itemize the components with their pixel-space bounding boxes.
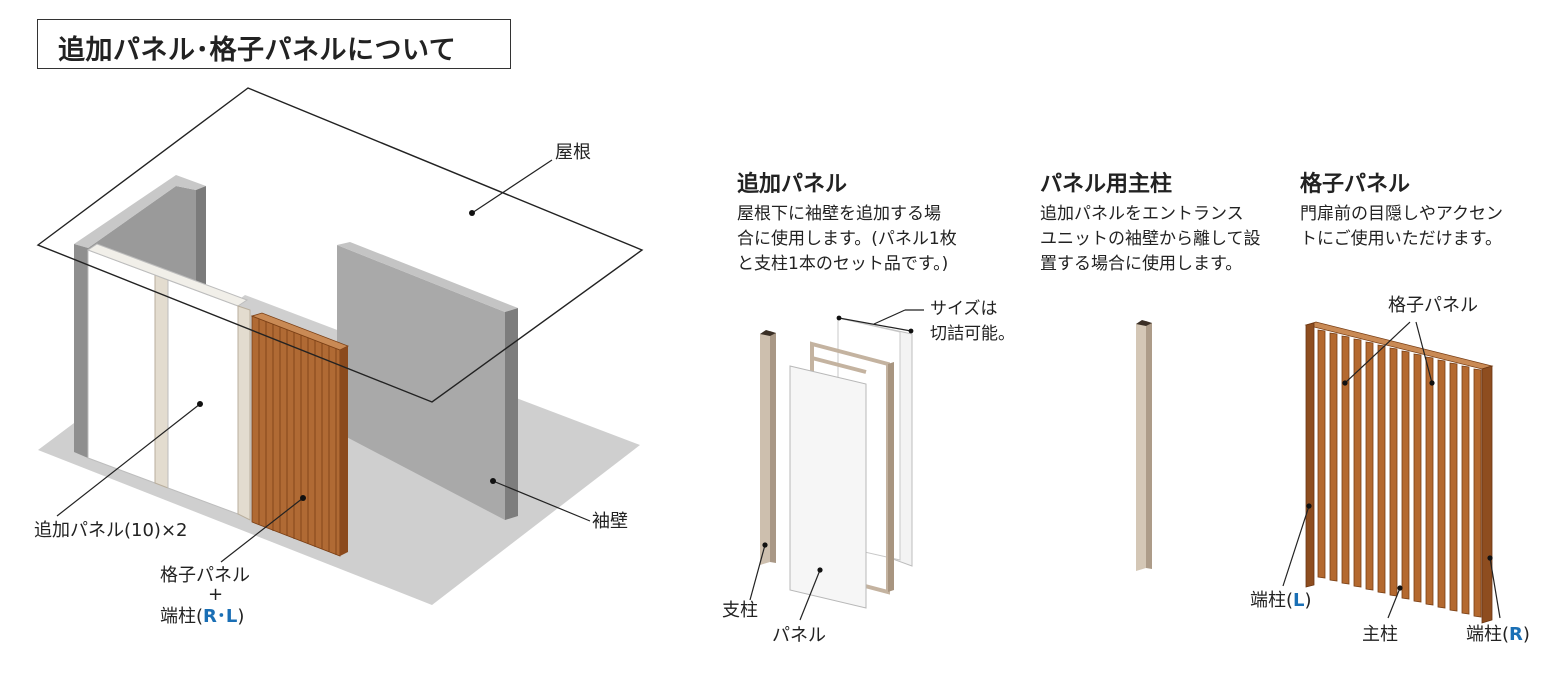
page-title: 追加パネル･格子パネルについて [58, 35, 457, 66]
main-post-description: 追加パネルをエントランス ユニットの袖壁から離して設 置する場合に使用します。 [1040, 202, 1261, 277]
roof-label: 屋根 [555, 142, 591, 163]
support-post-side [770, 331, 776, 563]
tsuika-desc-line: 屋根下に袖壁を追加する場 [737, 204, 941, 224]
size-note-line: 切詰可能。 [930, 324, 1015, 344]
roof-outline [36, 87, 644, 403]
tsuika-desc-line: と支柱1本のセット品です。) [737, 254, 949, 274]
right-post-prefix: 端柱( [1466, 624, 1510, 645]
main-post-body [1136, 321, 1146, 571]
tsuika-panel-top [86, 243, 249, 307]
main-post-desc-line: ユニットの袖壁から離して設 [1040, 229, 1261, 249]
koushi-description: 門扉前の目隠しやアクセン トにご使用いただけます。 [1300, 202, 1503, 252]
tsuika-desc-line: 合に使用します。(パネル1枚 [737, 229, 957, 249]
koushi-plus: + [208, 584, 224, 605]
size-note: サイズは 切詰可能。 [930, 297, 1015, 347]
support-post [760, 331, 770, 565]
left-post-suffix: ) [1304, 590, 1312, 611]
hashira-suffix: ) [237, 606, 245, 627]
sodekabe-top [337, 242, 518, 312]
koushi-callout-label: 格子パネル [1388, 295, 1478, 316]
left-post-letter: L [1293, 590, 1305, 611]
front-panel [789, 365, 867, 609]
main-post-side [1146, 321, 1152, 569]
koushi-desc-line: トにご使用いただけます。 [1300, 229, 1502, 249]
support-post-top [760, 330, 776, 336]
page-title-box: 追加パネル･格子パネルについて [37, 19, 511, 69]
tsuika-section-title: 追加パネル [737, 172, 848, 197]
right-post-letter: R [1509, 624, 1523, 645]
koushi-end-post [340, 346, 348, 556]
hashira-dot: ･ [216, 606, 226, 627]
hashira-r-letter: R [203, 606, 217, 627]
hashira-l-letter: L [225, 606, 238, 627]
main-post-desc-line: 追加パネルをエントランス [1040, 204, 1244, 224]
hashira-rl-label: 端柱(R･L) [160, 608, 244, 626]
back-wall-end [196, 186, 206, 285]
size-note-line: サイズは [930, 299, 998, 319]
koushi-panel-left [251, 315, 341, 557]
main-post-top [1136, 320, 1152, 326]
koushi-desc-line: 門扉前の目隠しやアクセン [1300, 204, 1503, 224]
left-wall-edge [74, 244, 88, 458]
main-post-desc-line: 置する場合に使用します。 [1040, 254, 1243, 274]
frame-side [888, 362, 894, 592]
right-post-suffix: ) [1522, 624, 1530, 645]
lattice-slats [1317, 329, 1482, 618]
panel-label: パネル [772, 625, 826, 646]
back-wall-top [74, 175, 206, 248]
main-post-label: 主柱 [1362, 624, 1398, 645]
tsuika-panel-label: 追加パネル(10)×2 [34, 520, 188, 541]
tsuika-description: 屋根下に袖壁を追加する場 合に使用します。(パネル1枚 と支柱1本のセット品です… [737, 202, 957, 277]
sodekabe-label: 袖壁 [592, 511, 628, 532]
main-post-section-title: パネル用主柱 [1040, 172, 1173, 197]
left-post-label: 端柱(L) [1250, 592, 1312, 610]
sodekabe-side [505, 308, 518, 520]
hashira-prefix: 端柱( [160, 606, 204, 627]
koushi-label: 格子パネル [160, 565, 250, 586]
tsuika-post-2 [237, 305, 251, 521]
right-post-label: 端柱(R) [1466, 626, 1530, 644]
lattice-right-post [1481, 365, 1493, 624]
left-post-prefix: 端柱( [1250, 590, 1294, 611]
lattice-left-post [1305, 322, 1315, 588]
sodekabe-wall [337, 245, 505, 520]
post-label: 支柱 [722, 600, 758, 621]
koushi-section-title: 格子パネル [1300, 172, 1411, 197]
